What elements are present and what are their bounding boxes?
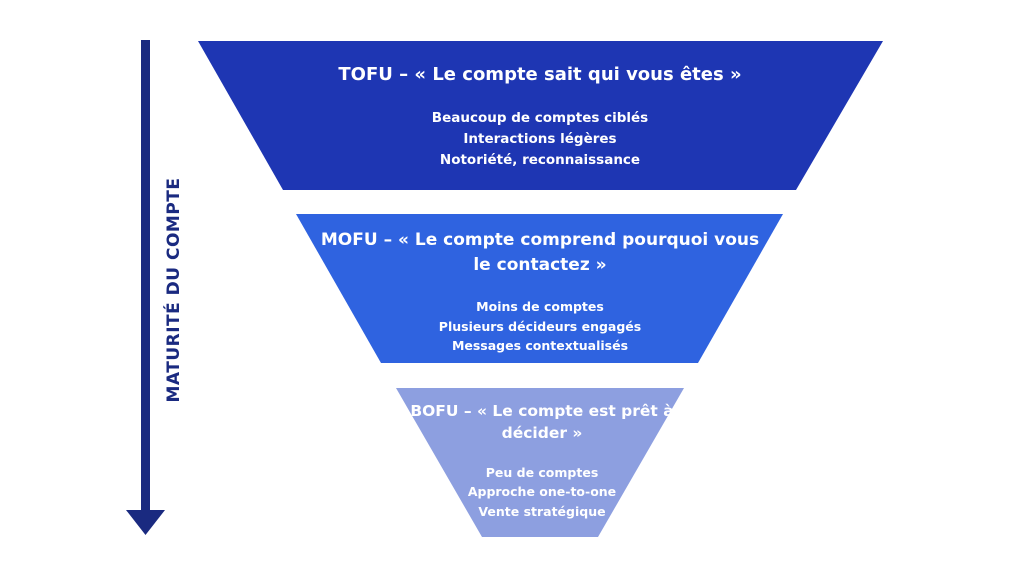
maturity-arrow-shaft <box>141 40 150 512</box>
bofu-title: BOFU – « Le compte est prêt à décider » <box>410 402 674 443</box>
mofu-items: Moins de comptes Plusieurs décideurs eng… <box>318 297 762 355</box>
bofu-item: Approche one-to-one <box>467 484 617 500</box>
tofu-items: Beaucoup de comptes ciblés Interactions … <box>290 108 790 171</box>
maturity-axis-label: MATURITÉ DU COMPTE <box>164 177 184 403</box>
mofu-item: Plusieurs décideurs engagés <box>438 318 642 334</box>
maturity-arrow-head <box>126 510 165 535</box>
bofu-stage: BOFU – « Le compte est prêt à décider » … <box>398 400 686 521</box>
bofu-items: Peu de comptes Approche one-to-one Vente… <box>398 463 686 521</box>
tofu-title: TOFU – « Le compte sait qui vous êtes » <box>338 64 742 85</box>
mofu-stage: MOFU – « Le compte comprend pourquoi vou… <box>318 228 762 355</box>
tofu-stage: TOFU – « Le compte sait qui vous êtes » … <box>290 62 790 171</box>
bofu-funnel-segment <box>396 388 684 537</box>
mofu-item: Messages contextualisés <box>451 338 629 354</box>
tofu-item: Notoriété, reconnaissance <box>439 151 641 168</box>
bofu-item: Vente stratégique <box>478 503 606 519</box>
tofu-item: Beaucoup de comptes ciblés <box>431 110 649 127</box>
tofu-funnel-segment <box>198 41 883 190</box>
bofu-item: Peu de comptes <box>485 464 599 480</box>
mofu-item: Moins de comptes <box>476 299 604 315</box>
tofu-item: Interactions légères <box>463 131 617 148</box>
mofu-title: MOFU – « Le compte comprend pourquoi vou… <box>320 230 760 275</box>
mofu-funnel-segment <box>296 214 783 363</box>
